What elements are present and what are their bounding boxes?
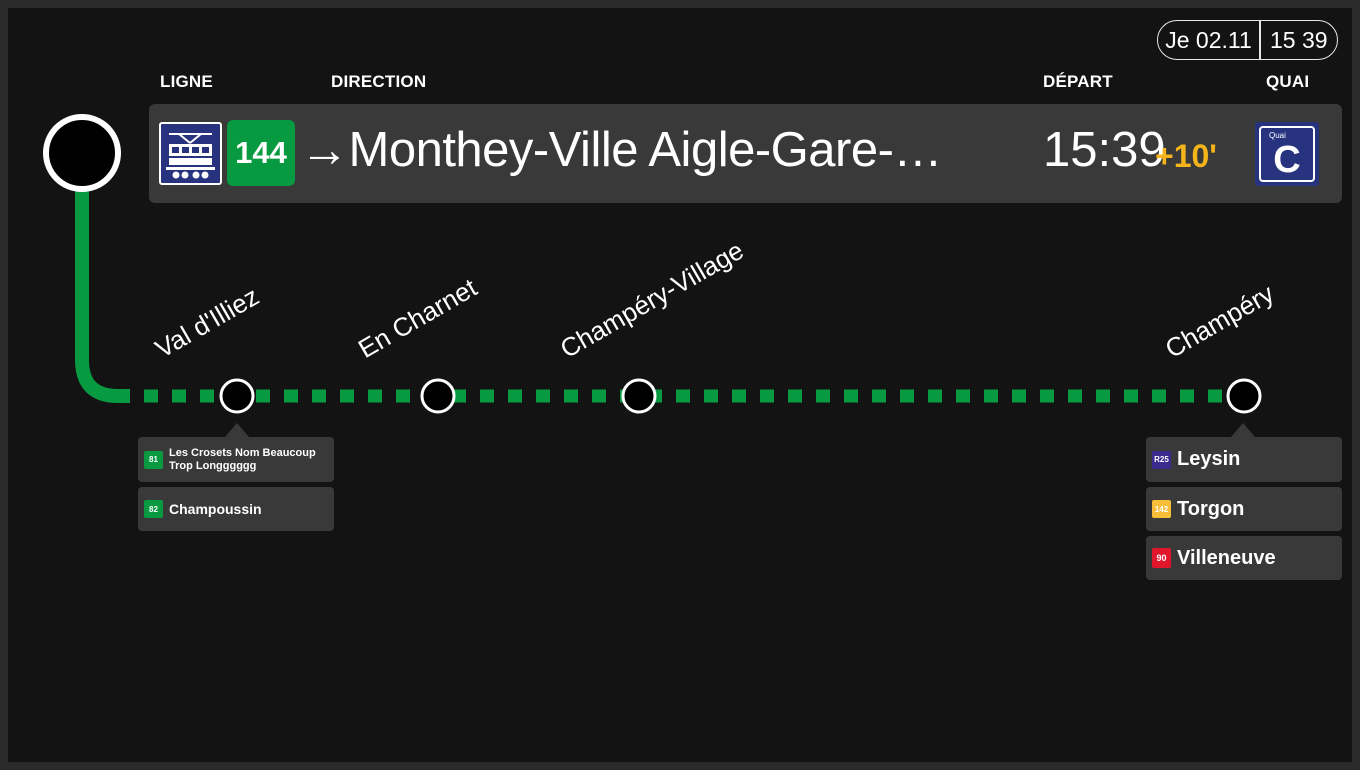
stop-marker — [621, 378, 657, 414]
connection-line-badge: 82 — [144, 500, 163, 518]
connection-destination: Leysin — [1177, 448, 1241, 470]
clock: Je 02.11 15 39 — [1157, 20, 1338, 60]
route-line — [43, 114, 1262, 414]
connection-destination: Torgon — [1177, 497, 1245, 520]
direction-text: →Monthey-Ville Aigle-Gare-To... — [300, 123, 960, 177]
platform-letter: C — [1273, 139, 1301, 181]
platform-badge: Quai C — [1255, 122, 1319, 186]
stop-marker — [1226, 378, 1262, 414]
departure-time: 15:39 — [1043, 123, 1166, 177]
connection-item: R25 Leysin — [1146, 437, 1342, 482]
connection-item: 82 Champoussin — [138, 487, 334, 531]
connection-destination: Champoussin — [169, 501, 262, 517]
label-depart: DÉPART — [1043, 72, 1113, 91]
clock-divider — [1259, 20, 1261, 60]
connection-destination: Villeneuve — [1177, 546, 1276, 569]
label-quai: QUAI — [1266, 72, 1310, 91]
clock-time: 15 39 — [1269, 26, 1328, 53]
connection-line-badge: R25 — [1152, 450, 1171, 469]
platform-label: Quai — [1269, 131, 1286, 140]
connection-line-badge: 81 — [144, 450, 163, 469]
connection-destination: Les Crosets Nom Beaucoup Trop Longggggg — [169, 446, 316, 472]
connections-caret — [225, 423, 249, 437]
departure-row: 144 →Monthey-Ville Aigle-Gare-To... 15:3… — [149, 104, 1342, 203]
connection-item: 81 Les Crosets Nom Beaucoup Trop Longggg… — [138, 437, 334, 482]
origin-stop-marker — [43, 114, 121, 192]
line-badge: 144 — [227, 120, 295, 186]
connection-item: 142 Torgon — [1146, 487, 1342, 531]
delay-badge: +10' — [1155, 138, 1217, 174]
connection-line-badge: 142 — [1152, 500, 1171, 518]
label-direction: DIRECTION — [331, 72, 427, 91]
connections-caret — [1231, 423, 1255, 437]
label-ligne: LIGNE — [160, 72, 213, 91]
train-icon — [159, 122, 222, 185]
departure-board: Je 02.11 15 39 LIGNE DIRECTION DÉPART QU… — [8, 8, 1352, 762]
clock-date: Je 02.11 — [1165, 26, 1252, 53]
stop-marker — [420, 378, 456, 414]
stop-marker — [219, 378, 255, 414]
connection-item: 90 Villeneuve — [1146, 536, 1342, 580]
connection-line-badge: 90 — [1152, 548, 1171, 568]
